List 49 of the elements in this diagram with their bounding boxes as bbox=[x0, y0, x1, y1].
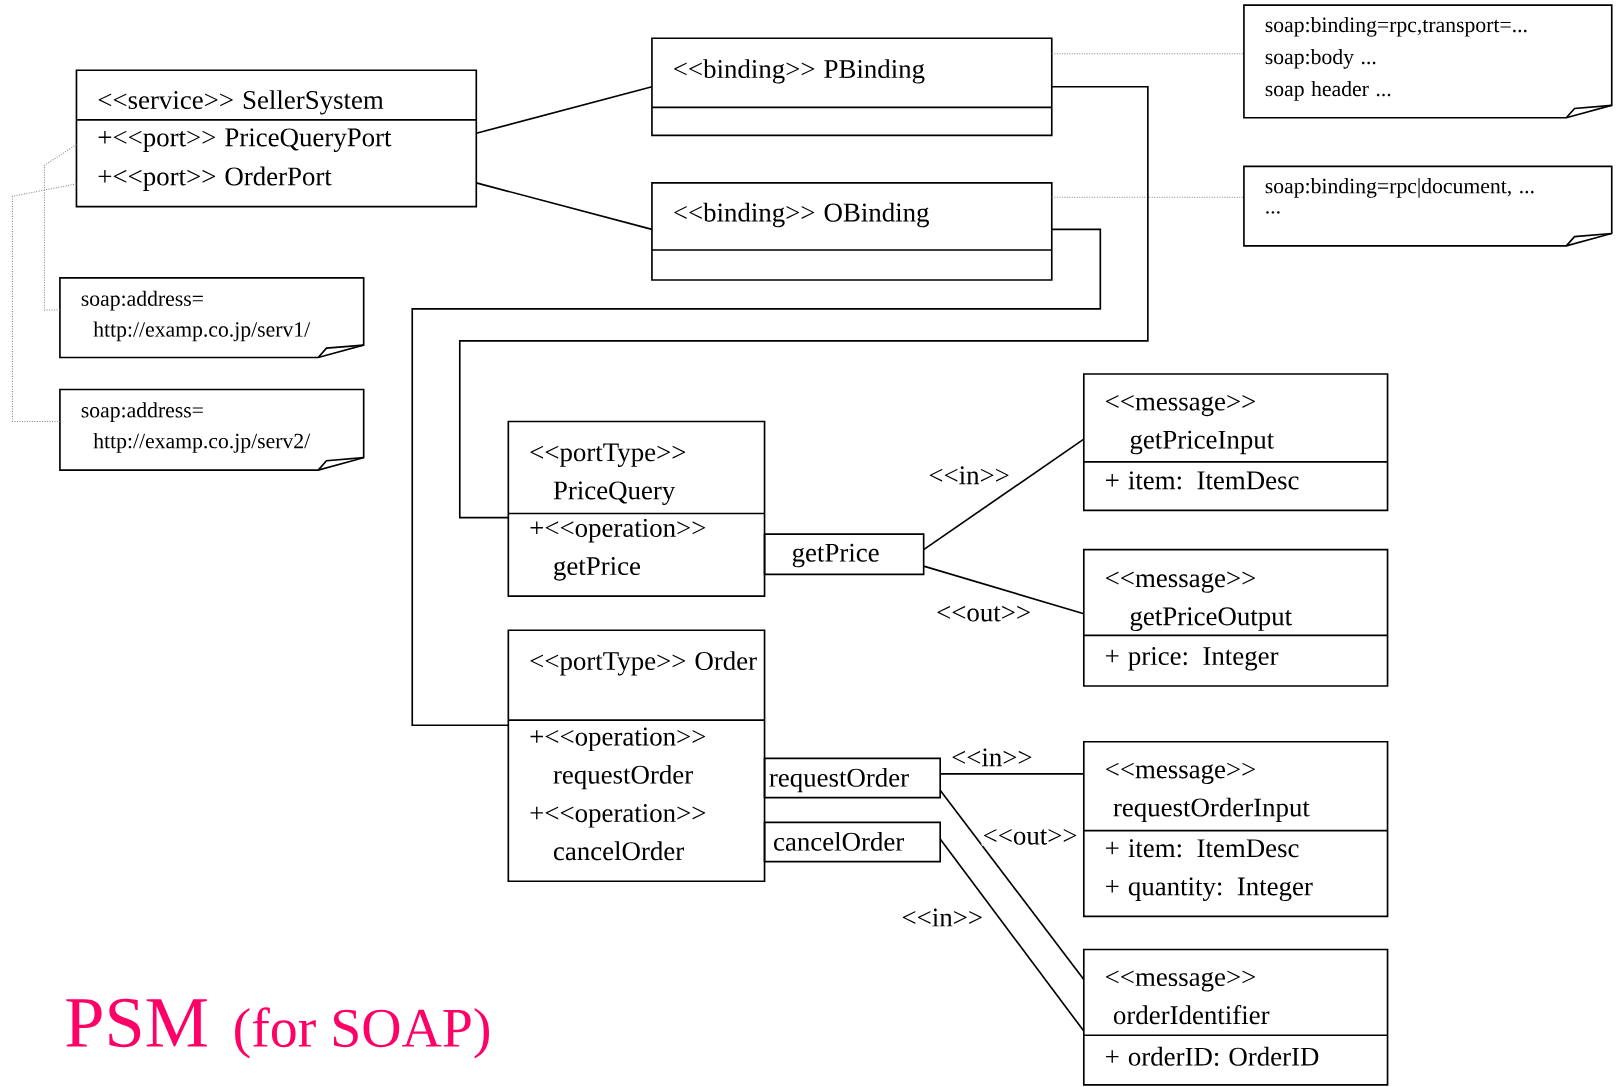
operation-label: getPrice bbox=[792, 543, 879, 568]
class-text: +<<port>> OrderPort bbox=[98, 166, 332, 192]
note-text: ... bbox=[1266, 211, 1280, 214]
class-text: <<portType>> Order bbox=[530, 651, 757, 676]
class-text: + quantity: Integer bbox=[1106, 877, 1313, 902]
connector-line bbox=[939, 789, 1085, 981]
edge-label: <<in>> bbox=[902, 908, 982, 927]
connector-line bbox=[1051, 53, 1245, 55]
operation-label: cancelOrder bbox=[774, 832, 904, 851]
connector-line bbox=[458, 86, 1149, 519]
operation-label: requestOrder bbox=[769, 767, 909, 793]
connector-line bbox=[411, 228, 1102, 727]
class-text: +<<operation>> getPrice bbox=[530, 519, 706, 581]
class-text: + orderID: OrderID bbox=[1106, 1046, 1319, 1066]
edge-label: <<in>> bbox=[952, 748, 1032, 767]
class-text: +<<operation>> cancelOrder bbox=[530, 804, 706, 861]
edge-label: <<out>> bbox=[937, 605, 1030, 622]
note-text: soap:binding=rpc,transport=... bbox=[1265, 16, 1527, 37]
connector-line bbox=[922, 438, 1085, 551]
class-text: +<<operation>> requestOrder bbox=[530, 727, 706, 790]
connector-line bbox=[43, 144, 77, 311]
class-text: <<portType>> PriceQuery bbox=[530, 443, 686, 506]
connector-line bbox=[11, 183, 77, 423]
note-text: soap:address= http://examp.co.jp/serv2/ bbox=[81, 402, 311, 453]
note-text: soap:address= http://examp.co.jp/serv1/ bbox=[81, 290, 311, 342]
connector-line bbox=[922, 565, 1085, 615]
note-text: soap header ... bbox=[1265, 81, 1391, 101]
class-text: + item: ItemDesc bbox=[1106, 471, 1299, 490]
connector-line bbox=[475, 182, 653, 231]
class-text: <<message>> orderIdentifier bbox=[1106, 970, 1270, 1025]
class-text: <<binding>> OBinding bbox=[674, 202, 929, 228]
subtitle: (for SOAP) bbox=[235, 1007, 489, 1059]
edge-label: <<out>> bbox=[983, 829, 1077, 845]
note-text: soap:binding=rpc|document, ... bbox=[1265, 178, 1534, 198]
connector-line bbox=[1051, 196, 1245, 198]
note-text: soap:body ... bbox=[1265, 49, 1376, 69]
connector-line bbox=[939, 838, 1085, 1032]
class-text: <<message>> getPriceOutput bbox=[1106, 571, 1292, 631]
class-text: <<message>> requestOrderInput bbox=[1106, 762, 1310, 823]
connector-line bbox=[939, 773, 1085, 775]
class-text: <<binding>> PBinding bbox=[674, 59, 925, 84]
edge-label: <<in>> bbox=[929, 466, 1009, 485]
class-text: + price: Integer bbox=[1106, 647, 1279, 671]
title: PSM bbox=[66, 998, 207, 1048]
connector-line bbox=[475, 86, 653, 135]
class-text: <<service>> SellerSystem bbox=[98, 90, 384, 115]
class-text: +<<port>> PriceQueryPort bbox=[98, 128, 392, 153]
class-text: <<message>> getPriceInput bbox=[1106, 395, 1274, 455]
class-text: + item: ItemDesc bbox=[1106, 839, 1299, 858]
